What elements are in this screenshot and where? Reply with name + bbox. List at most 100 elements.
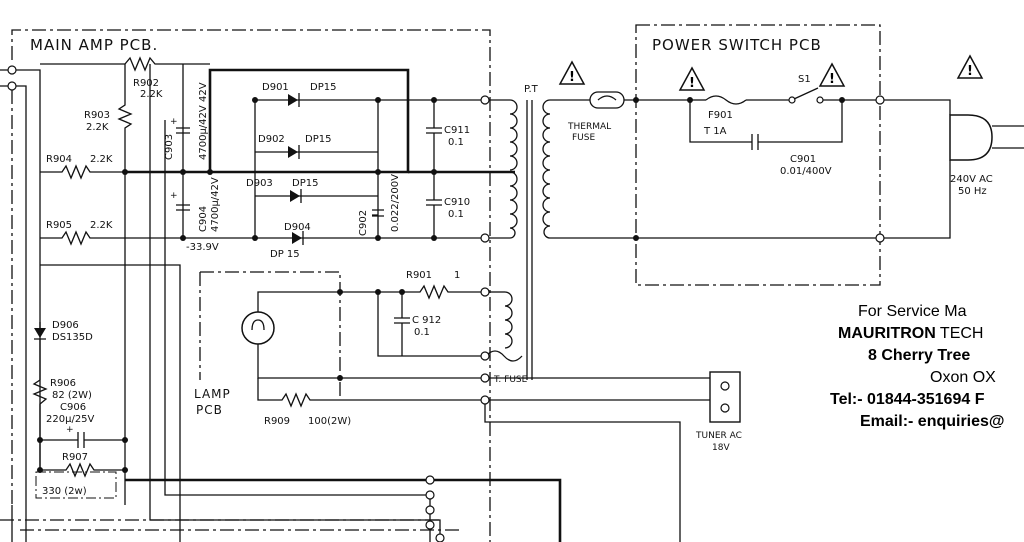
warning-icon: ! [956,54,984,79]
r902-ref: R902 [133,78,159,89]
service-info: For Service Ma MAURITRON TECH 8 Cherry T… [830,303,1005,430]
service-line-6: Email:- enquiries@ [860,413,1005,430]
d904-ref: D904 [284,222,311,233]
d902-type: DP15 [305,134,331,145]
c906-ref: C906 [60,402,86,413]
r902-value: 2.2K [140,89,163,100]
thermal-fuse-label-2: FUSE [572,133,595,143]
mains-voltage: 240V AC [950,174,993,185]
c912-value: 0.1 [414,327,430,338]
power-transformer [490,99,551,380]
c904-capacitor [176,204,190,211]
thermal-fuse [589,91,625,109]
d906-diode [34,328,46,338]
svg-text:!: ! [967,64,973,79]
r901-value: 1 [454,270,460,281]
s1-switch[interactable] [793,87,819,100]
d901-ref: D901 [262,82,289,93]
r905-value: 2.2K [90,220,113,231]
left-connector-node [7,81,17,91]
c902-value: 0.022/200V [390,174,401,232]
svg-text:+: + [170,191,178,201]
d902-diode [288,146,298,158]
c911-value: 0.1 [448,137,464,148]
c903-value: 4700μ/42V [198,105,209,160]
thermal-fuse-label-1: THERMAL [567,122,611,132]
left-connector-node [7,65,17,75]
t-fuse-label: T. FUSE [493,375,528,385]
r909-ref: R909 [264,416,290,427]
svg-text:!: ! [829,72,835,87]
c906-capacitor [40,432,125,448]
c906-value: 220μ/25V [46,414,95,425]
c910-ref: C910 [444,197,470,208]
d903-diode [290,190,300,202]
service-line-3: 8 Cherry Tree [868,347,970,364]
c912-ref: C 912 [412,315,441,326]
service-line-2: MAURITRON TECH [838,325,983,342]
tuner-ac-connector [709,371,741,423]
d904-diode [292,232,302,244]
service-line-4: Oxon OX [930,369,996,386]
d902-ref: D902 [258,134,285,145]
d903-ref: D903 [246,178,273,189]
neg-rail-voltage: -33.9V [186,242,219,253]
c901-value: 0.01/400V [780,166,832,177]
lamp-bulb-icon [241,311,275,345]
c901-ref: C901 [790,154,816,165]
c904-value: 4700μ/42V [210,177,221,232]
c903-ref: C903 [164,134,175,160]
r909-value: 100(2W) [308,416,351,427]
c902-ref: C902 [358,210,369,236]
f901-value: T 1A [703,126,727,137]
warning-icon: ! [678,66,706,91]
c903-capacitor [176,127,190,134]
svg-text:!: ! [689,76,695,91]
f901-ref: F901 [708,110,733,121]
power-switch-pcb-title: POWER SWITCH PCB [652,36,822,54]
r905-ref: R905 [46,220,72,231]
r906-value: 82 (2W) [52,390,92,401]
d906-type: DS135D [52,332,93,343]
svg-text:+: + [170,117,178,127]
mains-plug-icon [949,114,1024,161]
r907-ref: R907 [62,452,88,463]
transformer-label: P.T [524,84,539,95]
d901-diode [288,94,298,106]
main-amp-pcb-boundary [11,29,491,542]
lamp-pcb-boundary [199,271,341,400]
service-line-1: For Service Ma [858,303,967,320]
d901-type: DP15 [310,82,336,93]
mains-frequency: 50 Hz [958,186,987,197]
c904-ref: C904 [198,206,209,232]
t-fuse [485,350,523,362]
d904-type: DP 15 [270,249,300,260]
tuner-ac-label: TUNER AC [695,431,742,441]
c910-value: 0.1 [448,209,464,220]
r903-value: 2.2K [86,122,109,133]
power-switch-pcb-boundary [635,24,881,286]
main-amp-pcb-title: MAIN AMP PCB. [30,36,158,54]
r904-value: 2.2K [90,154,113,165]
r906-ref: R906 [50,378,76,389]
c901-capacitor [751,134,759,150]
r903-ref: R903 [84,110,110,121]
rail-42v-label: 42V [198,82,209,102]
r904-ref: R904 [46,154,72,165]
d906-ref: D906 [52,320,79,331]
tuner-voltage-label: 18V [712,443,730,453]
r907-value: 330 (2w) [42,486,87,497]
r901-ref: R901 [406,270,432,281]
d903-type: DP15 [292,178,318,189]
svg-text:!: ! [569,70,575,85]
r902-resistor [124,56,210,72]
warning-icon: ! [818,62,846,87]
warning-icon: ! [558,60,586,85]
s1-ref: S1 [798,74,811,85]
c911-ref: C911 [444,125,470,136]
service-line-5: Tel:- 01844-351694 F [830,391,985,408]
lamp-pcb-title: LAMP [194,387,231,401]
lamp-pcb-subtitle: PCB [196,403,223,417]
svg-text:+: + [66,425,74,435]
